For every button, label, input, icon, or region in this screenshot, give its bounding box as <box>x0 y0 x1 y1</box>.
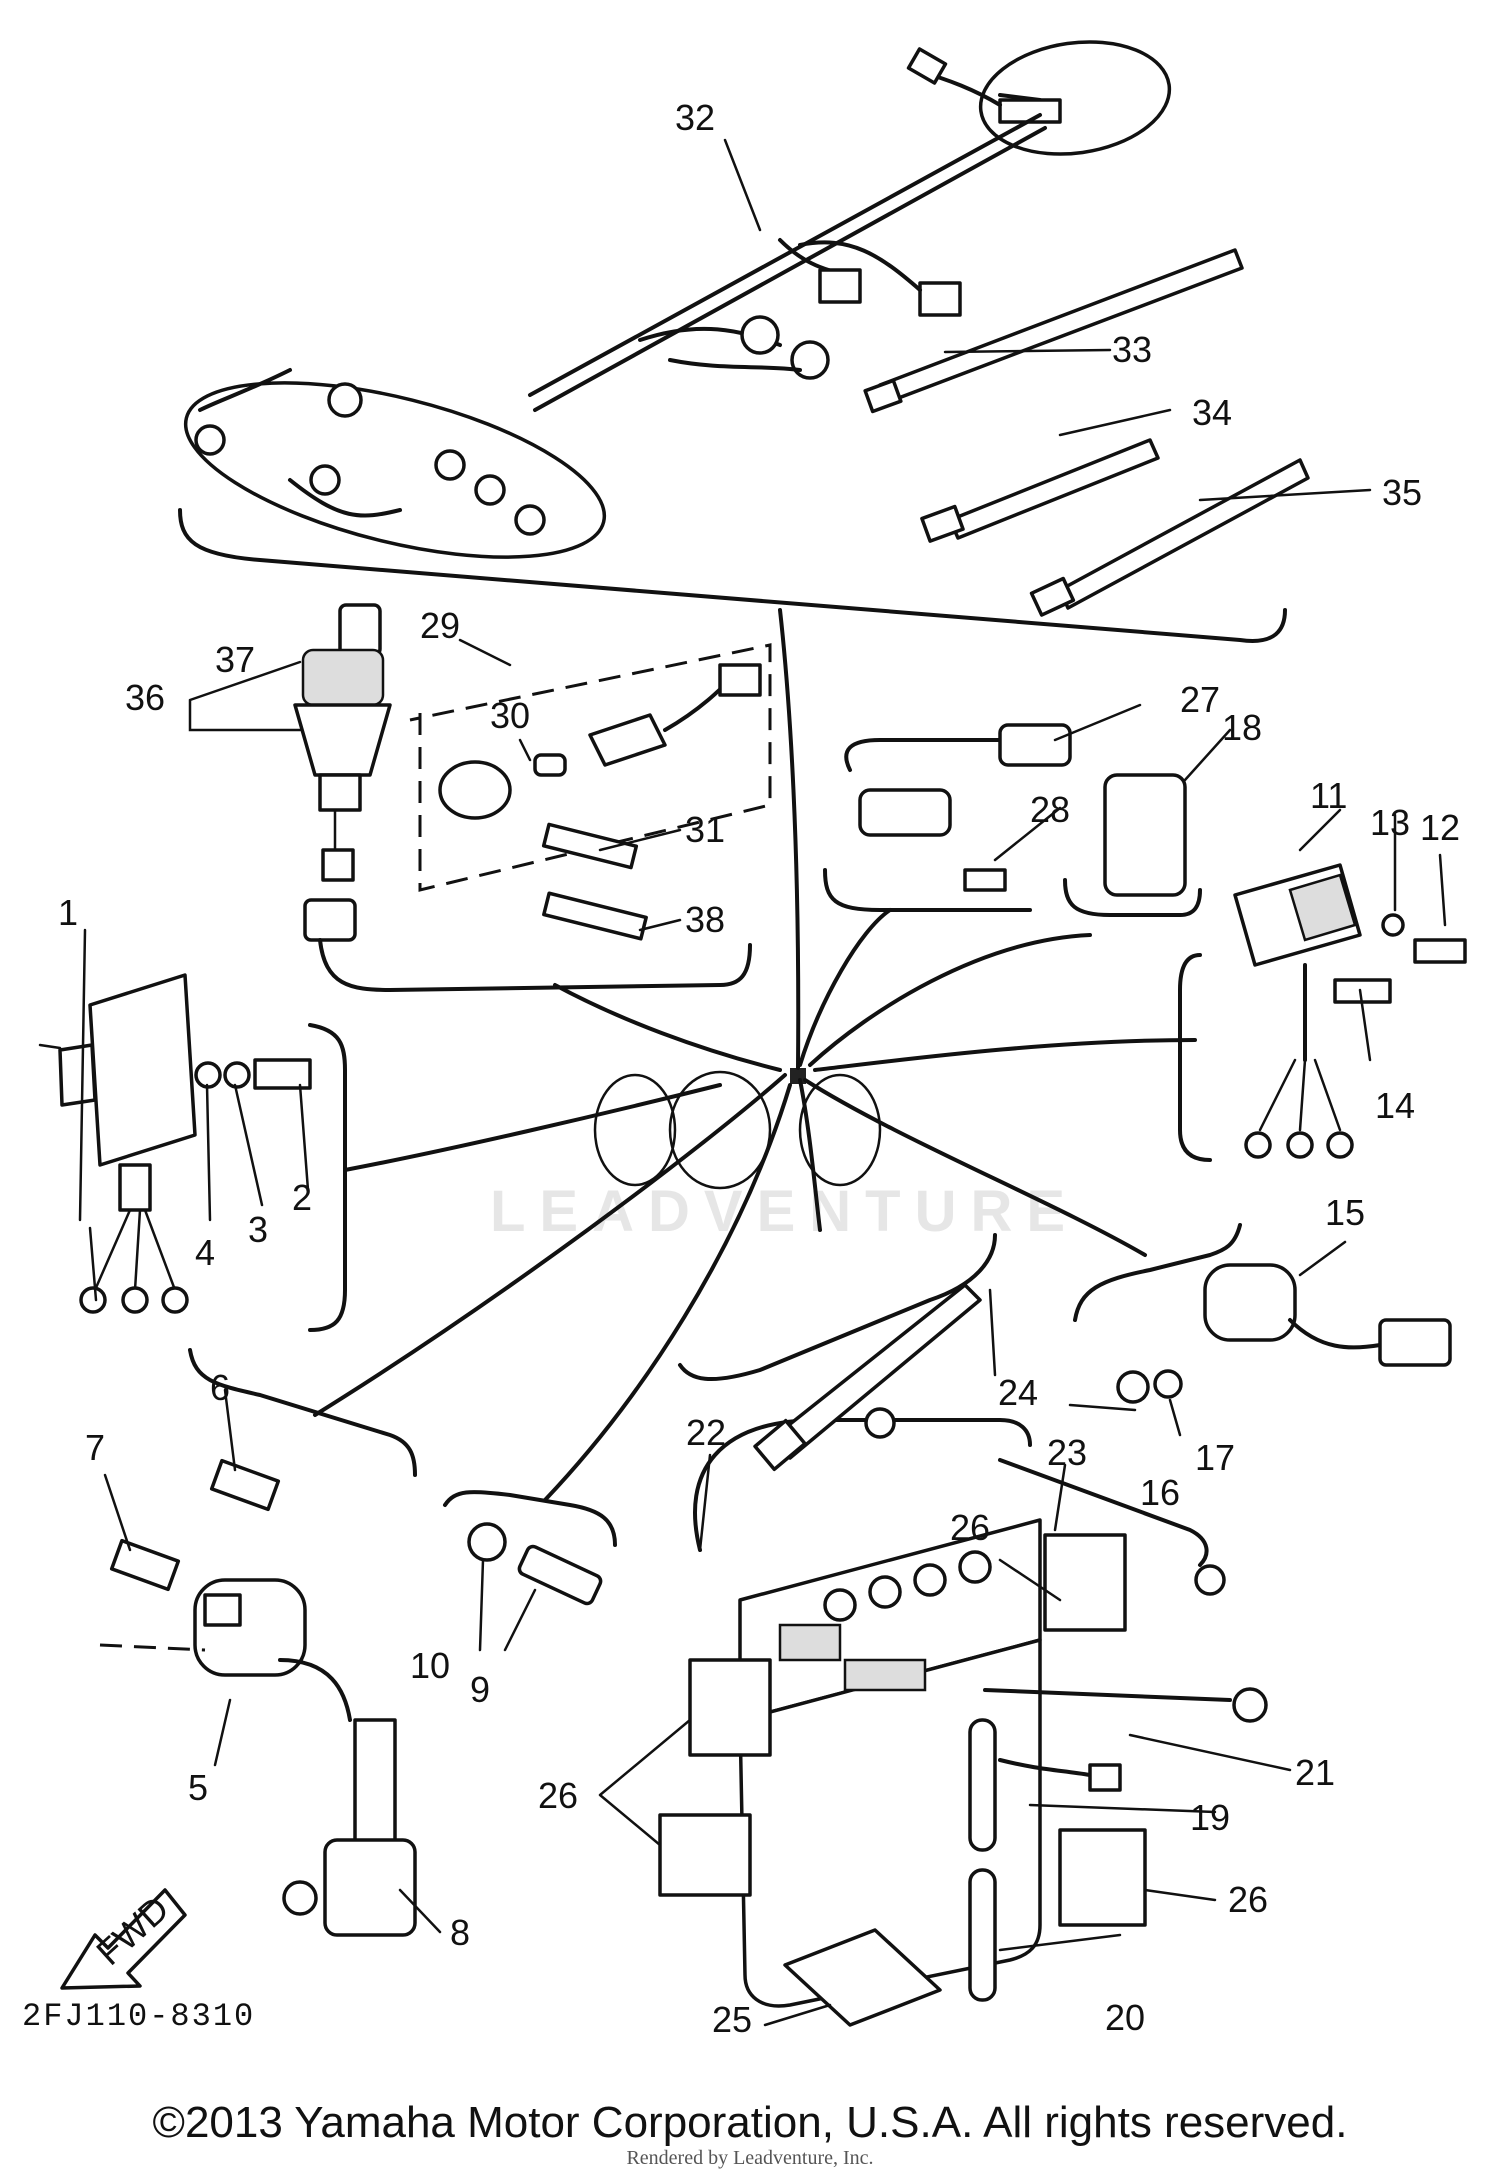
frame-and-leads <box>313 608 1197 1502</box>
callout-24: 24 <box>998 1372 1038 1413</box>
cdi-unit <box>58 973 347 1332</box>
callout-25: 25 <box>712 1999 752 2040</box>
callout-31: 31 <box>685 809 725 850</box>
harness-assembly <box>178 40 1287 643</box>
copyright-notice: ©2013 Yamaha Motor Corporation, U.S.A. A… <box>152 2098 1348 2147</box>
callout-21: 21 <box>1295 1752 1335 1793</box>
rendered-by-note: Rendered by Leadventure, Inc. <box>626 2147 874 2169</box>
callout-7: 7 <box>85 1427 105 1468</box>
callout-6: 6 <box>210 1367 230 1408</box>
callout-12: 12 <box>1420 807 1460 848</box>
callout-numbers: 1 2 3 4 5 6 7 8 9 10 11 12 13 14 15 16 1… <box>58 97 1460 2040</box>
callout-10: 10 <box>410 1645 450 1686</box>
callout-18: 18 <box>1222 707 1262 748</box>
callout-11: 11 <box>1310 775 1347 816</box>
callout-28: 28 <box>1030 789 1070 830</box>
callout-33: 33 <box>1112 329 1152 370</box>
starter-relay <box>823 723 1202 917</box>
starter-solenoid <box>1073 1223 1452 1404</box>
callout-19: 19 <box>1190 1797 1230 1838</box>
callout-26-top: 26 <box>950 1507 990 1548</box>
rectifier-regulator <box>1178 863 1467 1162</box>
callout-35: 35 <box>1382 472 1422 513</box>
leader-lines <box>38 138 1447 2027</box>
callout-16: 16 <box>1140 1472 1180 1513</box>
callout-32: 32 <box>675 97 715 138</box>
callout-37: 37 <box>215 639 255 680</box>
callout-9: 9 <box>470 1669 490 1710</box>
callout-13: 13 <box>1370 802 1410 843</box>
callout-4: 4 <box>195 1232 215 1273</box>
callout-23: 23 <box>1047 1432 1087 1473</box>
callout-22: 22 <box>686 1412 726 1453</box>
battery-assembly <box>658 1233 1268 2027</box>
callout-29: 29 <box>420 605 460 646</box>
diagram-code: 2FJ110-8310 <box>22 1998 256 2035</box>
callout-20: 20 <box>1105 1997 1145 2038</box>
callout-34: 34 <box>1192 392 1232 433</box>
callout-14: 14 <box>1375 1085 1415 1126</box>
callout-1: 1 <box>58 892 78 933</box>
callout-5: 5 <box>188 1767 208 1808</box>
callout-8: 8 <box>450 1912 470 1953</box>
ignition-coil <box>99 1348 417 1937</box>
callout-2: 2 <box>292 1177 312 1218</box>
callout-36: 36 <box>125 677 165 718</box>
ground-bolt <box>443 1490 617 1606</box>
callout-17: 17 <box>1195 1437 1235 1478</box>
switch-kit <box>318 643 772 992</box>
callout-15: 15 <box>1325 1192 1365 1233</box>
callout-26-right: 26 <box>1228 1879 1268 1920</box>
main-switch <box>293 603 392 942</box>
callout-26-left: 26 <box>538 1775 578 1816</box>
callout-30: 30 <box>490 695 530 736</box>
callout-27: 27 <box>1180 679 1220 720</box>
callout-38: 38 <box>685 899 725 940</box>
callout-3: 3 <box>248 1209 268 1250</box>
fwd-arrow-icon: FWD <box>60 1888 187 1990</box>
